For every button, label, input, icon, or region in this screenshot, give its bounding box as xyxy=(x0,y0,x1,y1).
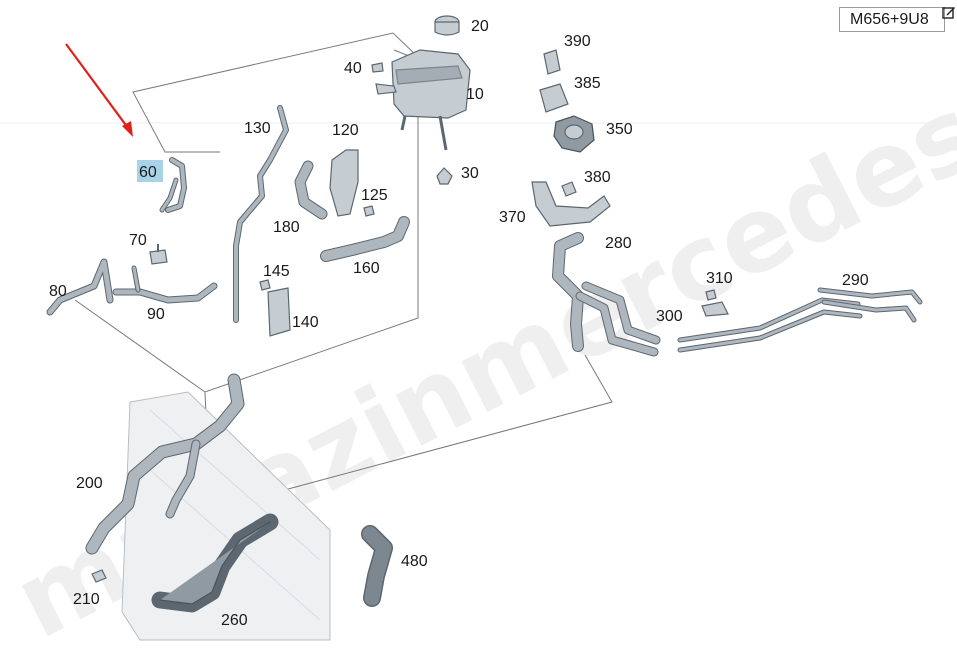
label-350[interactable]: 350 xyxy=(606,121,633,138)
label-480[interactable]: 480 xyxy=(401,553,428,570)
part-140-bracket[interactable] xyxy=(267,287,291,337)
label-70[interactable]: 70 xyxy=(129,232,147,249)
label-90[interactable]: 90 xyxy=(147,306,165,323)
label-130[interactable]: 130 xyxy=(244,120,271,137)
part-70-fitting[interactable] xyxy=(149,244,168,265)
label-260[interactable]: 260 xyxy=(221,612,248,629)
label-160[interactable]: 160 xyxy=(353,260,380,277)
label-145[interactable]: 145 xyxy=(263,263,290,280)
label-60[interactable]: 60 xyxy=(139,164,157,181)
label-140[interactable]: 140 xyxy=(292,314,319,331)
part-40-clip[interactable] xyxy=(371,62,384,73)
label-10[interactable]: 10 xyxy=(466,86,484,103)
label-210[interactable]: 210 xyxy=(73,591,100,608)
label-40[interactable]: 40 xyxy=(344,60,362,77)
part-130-pipe[interactable] xyxy=(233,105,289,323)
part-210-clip[interactable] xyxy=(91,569,107,583)
part-80-hose[interactable] xyxy=(46,258,114,316)
label-180[interactable]: 180 xyxy=(273,219,300,236)
label-125[interactable]: 125 xyxy=(361,187,388,204)
part-145-clip[interactable] xyxy=(259,279,271,291)
label-120[interactable]: 120 xyxy=(332,122,359,139)
label-80[interactable]: 80 xyxy=(49,283,67,300)
part-200-hose[interactable] xyxy=(85,373,245,555)
part-90-hose[interactable] xyxy=(112,265,218,304)
label-385[interactable]: 385 xyxy=(574,75,601,92)
part-20-cap[interactable] xyxy=(434,15,460,36)
part-290-pipe[interactable] xyxy=(817,287,923,323)
part-480-hose[interactable] xyxy=(361,525,393,607)
part-10-expansion-tank[interactable] xyxy=(375,49,471,151)
part-390-bracket[interactable] xyxy=(543,49,561,75)
label-20[interactable]: 20 xyxy=(471,18,489,35)
selected-part-highlight xyxy=(137,160,163,182)
part-60-pipe[interactable] xyxy=(159,157,187,213)
part-125-clip[interactable] xyxy=(363,205,375,217)
part-120-bracket[interactable] xyxy=(329,149,359,217)
label-290[interactable]: 290 xyxy=(842,272,869,289)
part-30-bracket[interactable] xyxy=(436,167,453,185)
part-385-bracket[interactable] xyxy=(539,83,569,113)
label-390[interactable]: 390 xyxy=(564,33,591,50)
red-arrow-icon xyxy=(65,43,133,137)
part-350-pump[interactable] xyxy=(553,115,595,153)
edit-icon[interactable] xyxy=(942,5,956,19)
label-200[interactable]: 200 xyxy=(76,475,103,492)
model-code-text: M656+9U8 xyxy=(850,11,929,28)
label-280[interactable]: 280 xyxy=(605,235,632,252)
part-160-hose[interactable] xyxy=(320,216,410,262)
label-370[interactable]: 370 xyxy=(499,209,526,226)
part-280-hose[interactable] xyxy=(552,232,661,357)
label-30[interactable]: 30 xyxy=(461,165,479,182)
label-300[interactable]: 300 xyxy=(656,308,683,325)
part-180-hose[interactable] xyxy=(294,160,328,220)
model-code-box: M656+9U8 xyxy=(839,7,945,32)
part-310-bracket[interactable] xyxy=(701,289,729,317)
label-310[interactable]: 310 xyxy=(706,270,733,287)
label-380[interactable]: 380 xyxy=(584,169,611,186)
part-260-hose[interactable] xyxy=(151,513,279,613)
part-380-clip[interactable] xyxy=(561,181,577,197)
part-370-bracket[interactable] xyxy=(531,181,611,227)
